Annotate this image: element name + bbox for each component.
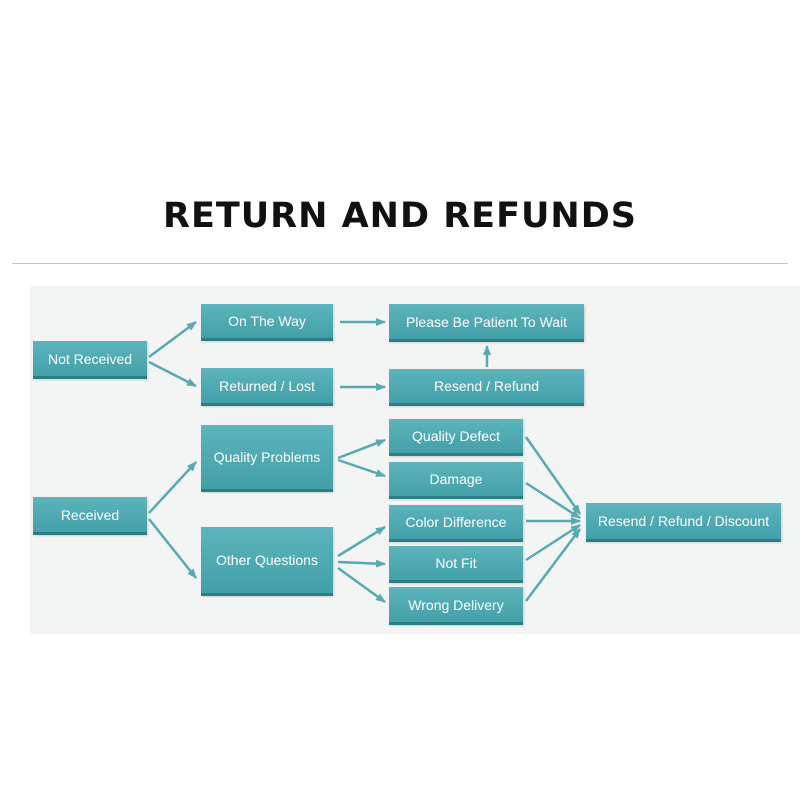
arrow-damage-to-resolution [525,481,581,520]
arrow-quality-problems-to-quality-defect [337,438,386,460]
node-color-difference-label: Color Difference [405,514,507,530]
arrow-other-questions-to-color-difference [337,525,386,558]
node-quality-problems: Quality Problems [201,425,333,492]
node-wrong-delivery: Wrong Delivery [389,587,523,625]
node-not-fit-label: Not Fit [435,555,477,571]
title-divider [12,263,788,264]
node-resend-refund-discount: Resend / Refund / Discount [586,503,781,542]
node-returned-lost: Returned / Lost [201,368,333,406]
node-other-questions-label: Other Questions [216,552,318,568]
node-received-label: Received [60,506,120,523]
node-damage: Damage [389,462,523,499]
node-not-received: Not Received [33,341,147,379]
node-on-the-way: On The Way [201,304,333,341]
arrow-received-to-quality-problems [148,461,197,514]
node-please-wait: Please Be Patient To Wait [389,304,584,342]
node-color-difference: Color Difference [389,505,523,542]
node-on-the-way-label: On The Way [228,313,306,329]
node-not-fit: Not Fit [389,546,523,583]
page-title: RETURN AND REFUNDS [163,196,637,236]
arrow-wrong-delivery-to-resolution [525,528,581,602]
node-quality-defect-label: Quality Defect [412,428,500,444]
node-not-received-label: Not Received [47,350,133,367]
node-please-wait-label: Please Be Patient To Wait [405,313,568,330]
arrow-quality-defect-to-resolution [524,436,582,515]
node-resend-refund: Resend / Refund [389,369,584,406]
arrow-other-questions-to-wrong-delivery [337,566,386,604]
arrow-not-received-to-on-the-way [148,320,197,359]
arrow-other-questions-to-not-fit [337,559,386,568]
node-returned-lost-label: Returned / Lost [219,377,315,394]
node-damage-label: Damage [429,471,483,487]
node-resend-refund-discount-label: Resend / Refund / Discount [597,513,770,529]
node-wrong-delivery-label: Wrong Delivery [408,596,504,613]
arrow-quality-problems-to-damage [337,458,386,478]
node-quality-problems-label: Quality Problems [213,449,321,465]
arrow-not-fit-to-resolution [525,523,581,562]
node-quality-defect: Quality Defect [389,419,523,456]
arrow-received-to-other-questions [148,518,197,579]
node-resend-refund-label: Resend / Refund [433,378,540,394]
node-other-questions: Other Questions [201,527,333,596]
node-received: Received [33,497,147,535]
arrow-not-received-to-returned-lost [148,360,197,388]
